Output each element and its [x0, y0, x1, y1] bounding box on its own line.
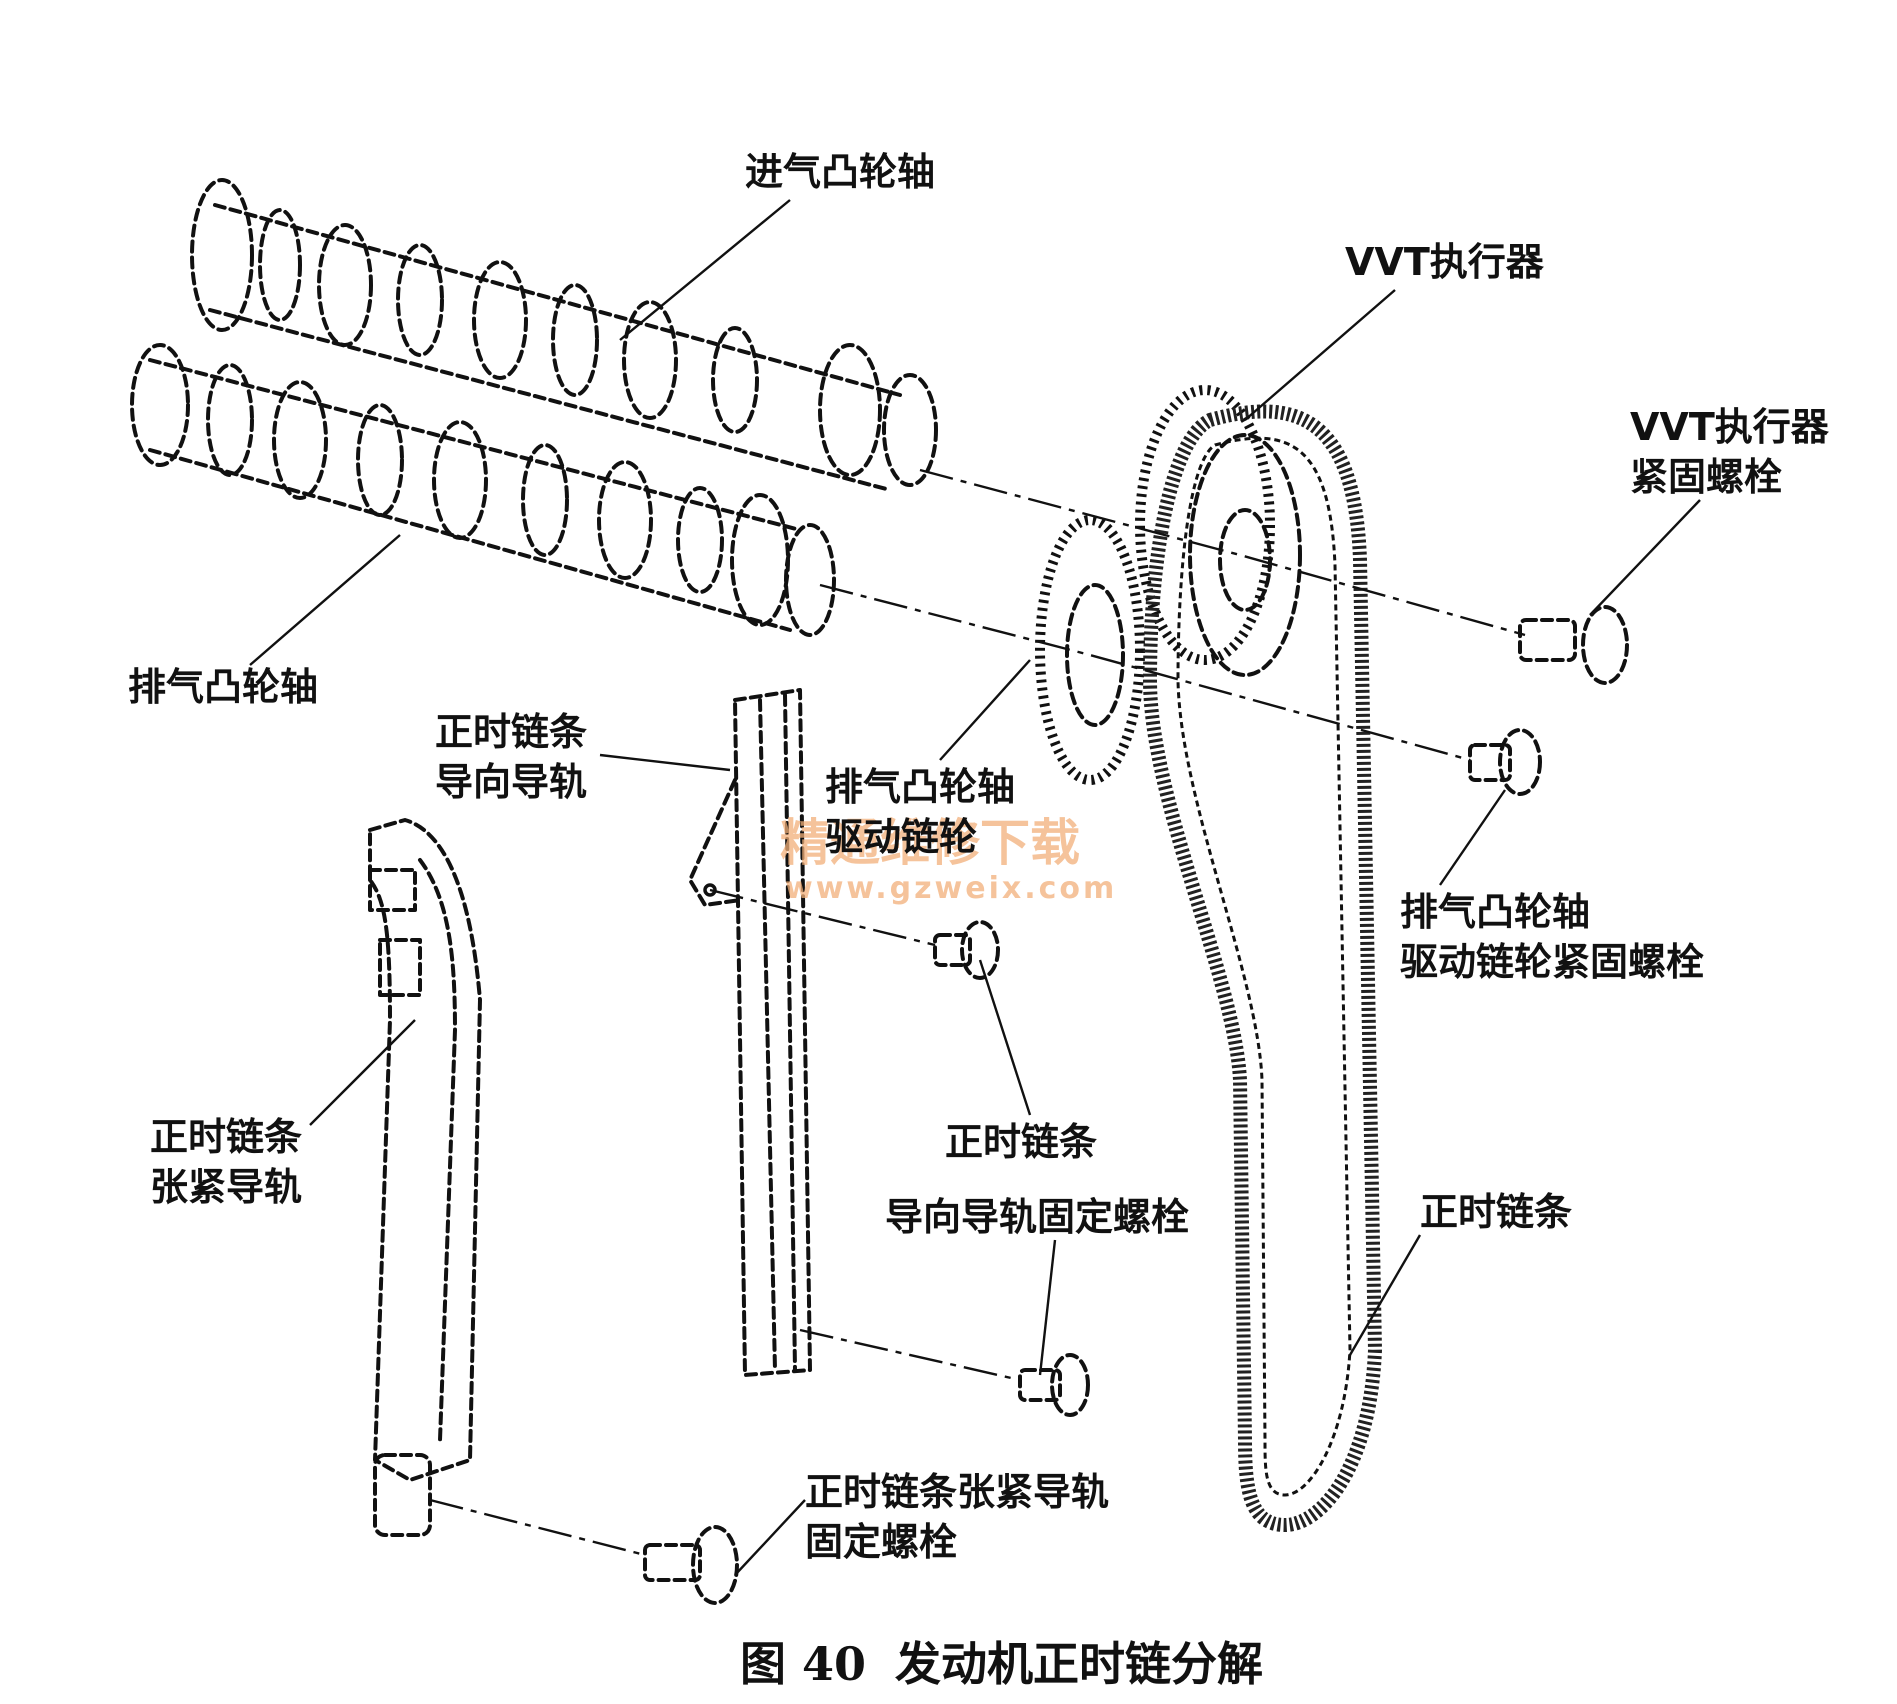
intake-camshaft: [190, 178, 938, 492]
guide-rail-upper-bolt: [933, 920, 1000, 980]
leader-lines: [249, 199, 1701, 1576]
vvt-actuator-bolt: [1518, 605, 1629, 685]
assembly-axes: [429, 468, 1526, 1557]
watermark: 精通维修下载 www.gzweix.com: [780, 814, 1117, 906]
tensioner-rail-bolt: [643, 1525, 739, 1605]
figure-caption: 图 40 发动机正时链分解: [740, 1637, 1263, 1691]
caption-figure-number: 图 40: [740, 1637, 866, 1691]
label-intake-camshaft: 进气凸轮轴: [745, 150, 935, 194]
label-guide-bolt-line1: 正时链条: [945, 1120, 1097, 1164]
exhaust-camshaft-drive-sprocket: [1035, 515, 1145, 785]
label-vvt-bolt-line1: VVT执行器: [1630, 405, 1830, 449]
label-exhaust-sprocket-line2: 驱动链轮: [825, 815, 977, 859]
part-labels: 进气凸轮轴 VVT执行器 VVT执行器 紧固螺栓 排气凸轮轴 正时链条 导向导轨…: [128, 150, 1830, 1564]
vvt-actuator: [1135, 385, 1302, 677]
timing-chain-guide-rail: [688, 688, 812, 1377]
label-vvt-bolt-line2: 紧固螺栓: [1630, 455, 1782, 499]
label-timing-chain: 正时链条: [1420, 1190, 1572, 1234]
caption-title: 发动机正时链分解: [895, 1637, 1263, 1691]
label-tensioner-rail-line1: 正时链条: [150, 1115, 302, 1159]
label-tensioner-bolt-line1: 正时链条张紧导轨: [805, 1470, 1109, 1514]
exhaust-sprocket-bolt: [1468, 728, 1542, 796]
label-guide-bolt-line2: 导向导轨固定螺栓: [885, 1195, 1189, 1239]
label-guide-rail-line2: 导向导轨: [435, 760, 587, 804]
label-tensioner-bolt-line2: 固定螺栓: [805, 1520, 957, 1564]
timing-chain: [1142, 404, 1383, 1533]
watermark-line1: 精通维修下载: [780, 814, 1080, 872]
label-vvt-actuator: VVT执行器: [1345, 240, 1545, 284]
label-exhaust-sprocket-line1: 排气凸轮轴: [825, 765, 1015, 809]
label-exhaust-sprocket-bolt-line1: 排气凸轮轴: [1400, 890, 1590, 934]
exhaust-camshaft: [130, 343, 836, 637]
guide-rail-lower-bolt: [1018, 1353, 1090, 1417]
label-exhaust-camshaft: 排气凸轮轴: [128, 665, 318, 709]
watermark-line2: www.gzweix.com: [785, 871, 1117, 906]
label-exhaust-sprocket-bolt-line2: 驱动链轮紧固螺栓: [1400, 940, 1704, 984]
timing-chain-tensioner-rail: [368, 818, 482, 1537]
label-tensioner-rail-line2: 张紧导轨: [150, 1165, 302, 1209]
label-guide-rail-line1: 正时链条: [435, 710, 587, 754]
